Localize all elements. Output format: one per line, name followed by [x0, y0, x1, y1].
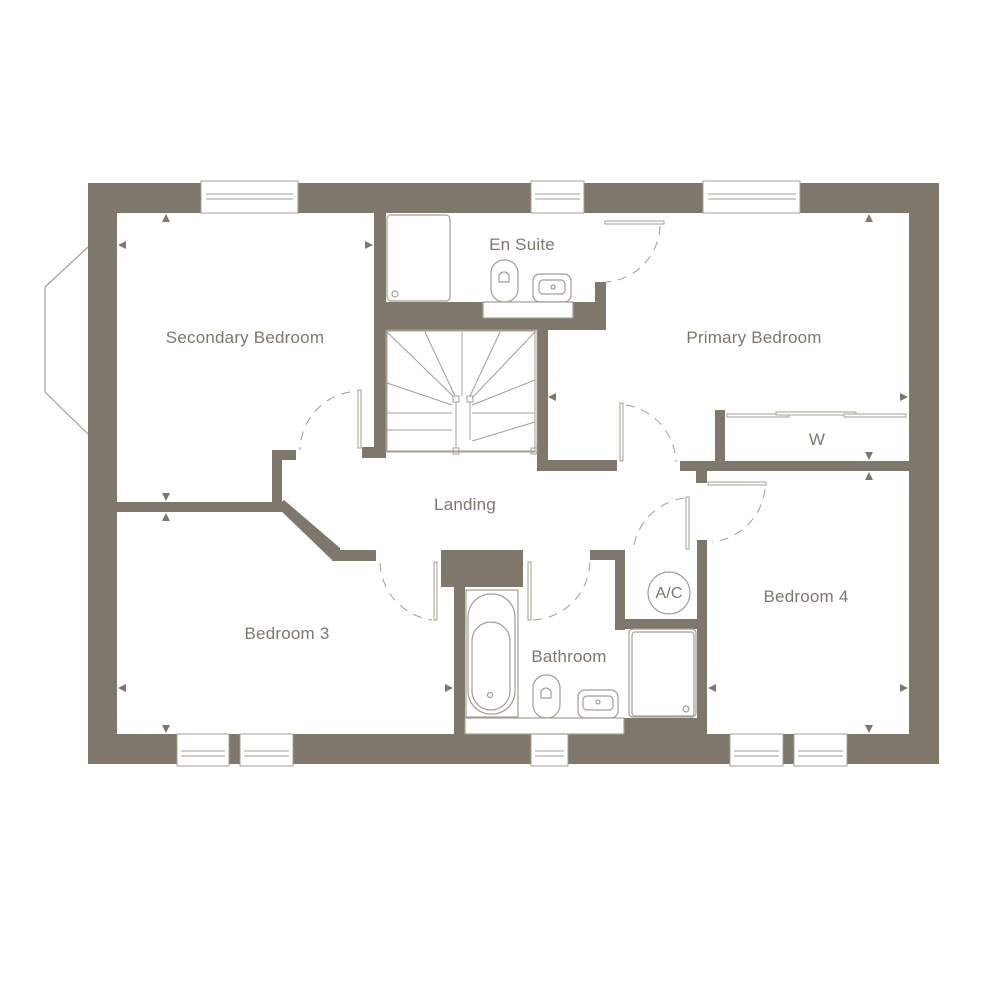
windows: [176, 180, 848, 767]
wall-wardrobe-left: [715, 410, 725, 470]
dimension-markers: [118, 214, 908, 733]
wall-ac-bottom: [615, 619, 707, 629]
window-bed4-b: [793, 733, 848, 767]
wall-landing-left-top: [272, 450, 296, 460]
door-bed3-swing: [379, 562, 433, 621]
wall-stair-left-return: [362, 447, 386, 458]
wall-ensuite-right: [595, 282, 606, 330]
room-label-airing-cupboard: A/C: [655, 585, 683, 602]
door-ensuite-swing: [605, 225, 661, 283]
door-bed4-leaf: [685, 496, 690, 550]
door-primary: [619, 402, 624, 462]
room-label-bedroom-3: Bedroom 3: [244, 624, 330, 643]
door-bed3: [433, 561, 438, 621]
bay-window: [44, 246, 89, 435]
ensuite-toilet: [490, 259, 519, 303]
ensuite-shower: [386, 214, 451, 302]
door-secondary-swing: [299, 391, 351, 451]
room-label-en-suite: En Suite: [489, 235, 555, 254]
wall-bed4-left: [697, 540, 707, 734]
wall-bed3-door-return: [332, 550, 376, 561]
fixtures: [386, 214, 697, 735]
wall-stair-right: [537, 330, 548, 470]
door-bed4-swing: [711, 488, 766, 543]
staircase: [385, 329, 538, 455]
wall-wardrobe-bottom: [680, 461, 909, 471]
wall-primary-bottom: [537, 460, 617, 471]
window-bathroom: [530, 733, 569, 767]
door-primary-swing: [625, 404, 677, 463]
window-bed3-a: [176, 733, 230, 767]
wall-bathroom-top-right: [590, 550, 624, 560]
wall-left: [88, 183, 117, 764]
wall-bathroom-top-block: [441, 550, 523, 587]
room-label-secondary-bedroom: Secondary Bedroom: [165, 328, 325, 347]
wall-diagonal: [276, 500, 340, 560]
door-ac-swing: [632, 497, 685, 551]
doors: [299, 220, 767, 621]
wall-bed3-top: [117, 502, 282, 512]
window-primary: [702, 180, 801, 214]
room-label-wardrobe: W: [808, 430, 826, 449]
wall-bathroom-left: [454, 550, 465, 734]
room-label-bathroom: Bathroom: [531, 647, 607, 666]
room-label-landing: Landing: [434, 495, 496, 514]
room-label-primary-bedroom: Primary Bedroom: [686, 328, 822, 347]
wall-bed4-door-return: [696, 471, 707, 483]
ensuite-counter: [482, 301, 574, 319]
ensuite-toilet-seat: [498, 271, 510, 283]
bathroom-shower: [628, 628, 697, 718]
window-bed4-a: [729, 733, 784, 767]
wall-right: [909, 183, 939, 764]
bathroom-counter: [464, 717, 625, 735]
door-bathroom-swing: [532, 561, 591, 621]
room-label-bedroom-4: Bedroom 4: [763, 587, 849, 606]
wall-ensuite-left: [374, 213, 386, 458]
wardrobe-doors: [726, 411, 907, 418]
wall-ac-left: [615, 550, 625, 630]
window-bed3-b: [239, 733, 294, 767]
window-ensuite: [530, 180, 585, 214]
wall-landing-left: [272, 450, 282, 512]
door-bed4: [707, 481, 767, 486]
airing-cupboard-circle: [647, 571, 691, 615]
wall-bath-corner: [624, 718, 707, 734]
door-ensuite: [604, 220, 665, 225]
ensuite-shower-drain: [391, 290, 399, 298]
door-bathroom: [527, 561, 532, 621]
door-secondary: [357, 389, 362, 449]
window-secondary: [200, 180, 299, 214]
bathroom-toilet: [532, 674, 561, 719]
